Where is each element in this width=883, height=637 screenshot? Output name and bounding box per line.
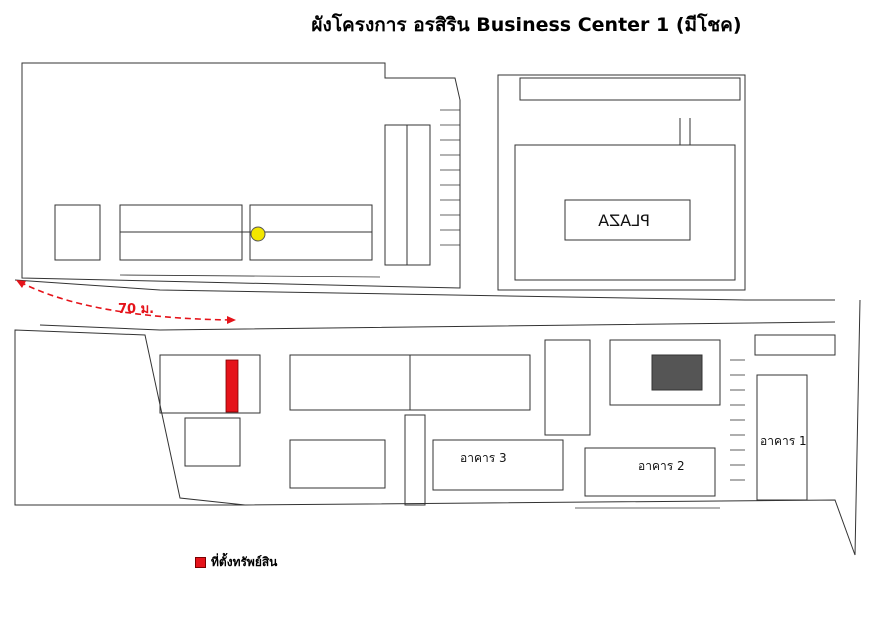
legend-label: ที่ตั้งทรัพย์สิน [211,555,278,569]
building-1-label: อาคาร 1 [760,434,807,448]
south-boundary [244,299,861,556]
yellow-point [250,226,266,242]
plaza-label: PLAZA [598,211,650,230]
arrow-head-left [16,280,26,288]
north-unit-row [54,204,373,261]
building-outlines [432,374,808,501]
hatched-area [651,354,703,391]
north-east-units [384,124,431,266]
building-3-label: อาคาร 3 [460,451,507,465]
west-lower-area [14,329,246,506]
property-location-marker [225,359,239,413]
plaza-block [497,74,746,291]
page-title: ผังโครงการ อรสิริน Business Center 1 (มี… [311,14,742,36]
building-2-label: อาคาร 2 [638,459,685,473]
distance-arrow [19,281,233,321]
east-parking [575,359,745,509]
legend-swatch [195,557,206,568]
south-units [159,334,836,506]
road [14,279,836,331]
arrow-head-right [227,316,236,324]
distance-label: 70 ม. [118,302,154,317]
north-parking [119,109,460,278]
legend: ที่ตั้งทรัพย์สิน [195,553,277,572]
north-block-outline [21,62,461,289]
